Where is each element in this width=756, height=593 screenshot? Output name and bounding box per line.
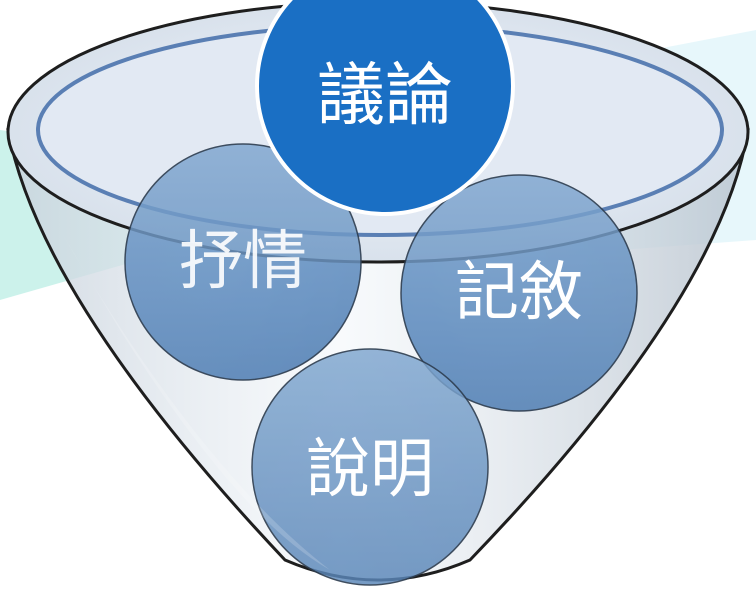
ball-argument-label: 議論 [317,57,453,136]
ball-narrative-label: 記敘 [455,256,583,330]
ball-labels: 抒情 記敘 說明 [179,225,583,507]
ball-lyric [124,143,362,381]
ball-narrative [400,174,638,412]
ball-explanation [251,348,489,586]
ball-argument [255,0,515,216]
front-balls [124,143,638,586]
ball-explanation-label: 說明 [306,433,434,507]
ball-lyric-label: 抒情 [179,225,307,299]
top-ball: 議論 [255,0,515,216]
